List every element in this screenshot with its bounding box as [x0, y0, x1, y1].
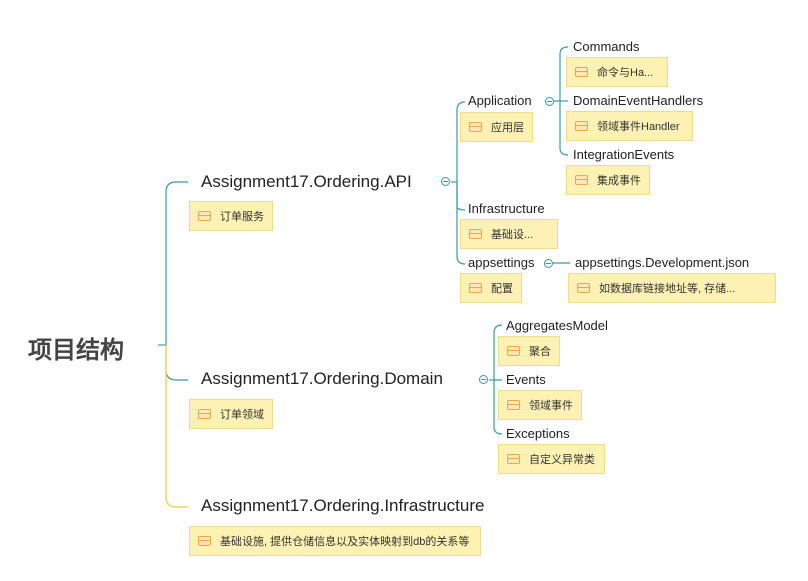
topic-ordering-infrastructure[interactable]: Assignment17.Ordering.Infrastructure	[201, 496, 485, 515]
topic-ordering-domain[interactable]: Assignment17.Ordering.Domain	[201, 369, 443, 388]
topic-application[interactable]: Application	[468, 93, 532, 108]
note-text: 如数据库链接地址等, 存储...	[599, 283, 736, 295]
collapse-toggle-api[interactable]	[441, 177, 450, 186]
note-icon	[198, 211, 211, 221]
note-icon	[507, 454, 520, 464]
note-commands[interactable]: 命令与Ha...	[566, 57, 668, 87]
note-text: 订单服务	[220, 211, 264, 223]
note-api-infrastructure[interactable]: 基础设...	[460, 219, 558, 249]
note-application[interactable]: 应用层	[460, 112, 533, 142]
collapse-toggle-domain[interactable]	[479, 375, 488, 384]
note-text: 命令与Ha...	[597, 67, 654, 79]
topic-exceptions[interactable]: Exceptions	[506, 426, 570, 441]
note-text: 基础设施, 提供仓储信息以及实体映射到db的关系等	[220, 536, 470, 548]
note-ordering-infrastructure[interactable]: 基础设施, 提供仓储信息以及实体映射到db的关系等	[189, 526, 481, 556]
note-text: 集成事件	[597, 175, 641, 187]
collapse-toggle-appsettings[interactable]	[544, 259, 553, 268]
note-exceptions[interactable]: 自定义异常类	[498, 444, 605, 474]
note-events[interactable]: 领域事件	[498, 390, 582, 420]
note-text: 应用层	[491, 122, 524, 134]
topic-aggregates-model[interactable]: AggregatesModel	[506, 318, 608, 333]
note-text: 基础设...	[491, 229, 534, 241]
note-appsettings-development[interactable]: 如数据库链接地址等, 存储...	[568, 273, 776, 303]
note-icon	[577, 283, 590, 293]
topic-appsettings-development[interactable]: appsettings.Development.json	[575, 255, 750, 270]
note-icon	[575, 67, 588, 77]
note-text: 配置	[491, 283, 513, 295]
root-topic[interactable]: 项目结构	[28, 337, 124, 364]
note-ordering-api[interactable]: 订单服务	[189, 201, 273, 231]
note-text: 订单领域	[220, 409, 264, 421]
topic-events[interactable]: Events	[506, 372, 546, 387]
topic-appsettings[interactable]: appsettings	[468, 255, 535, 270]
note-aggregates-model[interactable]: 聚合	[498, 336, 560, 366]
note-integration-events[interactable]: 集成事件	[566, 165, 650, 195]
note-text: 自定义异常类	[529, 454, 595, 466]
note-icon	[198, 536, 211, 546]
note-icon	[507, 400, 520, 410]
note-text: 聚合	[529, 346, 551, 358]
note-icon	[469, 283, 482, 293]
note-domain-event-handlers[interactable]: 领域事件Handler	[566, 111, 693, 141]
note-text: 领域事件	[529, 400, 573, 412]
topic-integration-events[interactable]: IntegrationEvents	[573, 147, 675, 162]
note-appsettings[interactable]: 配置	[460, 273, 522, 303]
topic-api-infrastructure[interactable]: Infrastructure	[468, 201, 545, 216]
note-icon	[198, 409, 211, 419]
collapse-toggle-application[interactable]	[545, 97, 554, 106]
note-icon	[469, 229, 482, 239]
note-ordering-domain[interactable]: 订单领域	[189, 399, 273, 429]
note-icon	[507, 346, 520, 356]
topic-ordering-api[interactable]: Assignment17.Ordering.API	[201, 172, 412, 191]
note-text: 领域事件Handler	[597, 121, 680, 133]
note-icon	[575, 121, 588, 131]
note-icon	[469, 122, 482, 132]
topic-commands[interactable]: Commands	[573, 39, 640, 54]
note-icon	[575, 175, 588, 185]
topic-domain-event-handlers[interactable]: DomainEventHandlers	[573, 93, 704, 108]
